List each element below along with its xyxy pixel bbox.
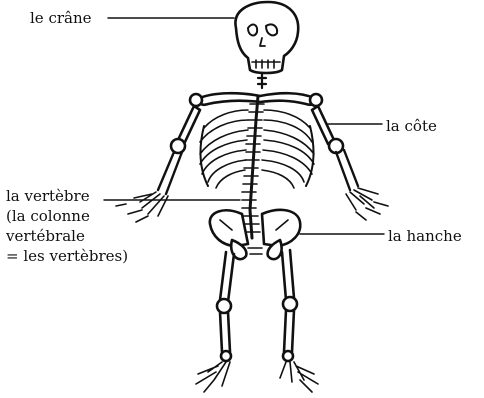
pelvis <box>210 210 300 259</box>
label-spine-line2: vertébrale <box>6 226 128 246</box>
label-rib: la côte <box>386 116 437 136</box>
label-vertebra-group: la vertèbre (la colonne vertébrale = les… <box>6 186 128 266</box>
right-leg <box>280 250 318 392</box>
left-leg <box>196 252 234 392</box>
spine <box>242 96 264 238</box>
right-arm <box>312 106 388 220</box>
skull <box>235 2 298 73</box>
label-vertebra: la vertèbre <box>6 186 128 206</box>
label-spine-line1: (la colonne <box>6 206 128 226</box>
label-hip: la hanche <box>388 226 462 246</box>
label-skull: le crâne <box>30 8 92 28</box>
left-arm <box>116 106 200 222</box>
label-spine-line3: = les vertèbres) <box>6 246 128 266</box>
